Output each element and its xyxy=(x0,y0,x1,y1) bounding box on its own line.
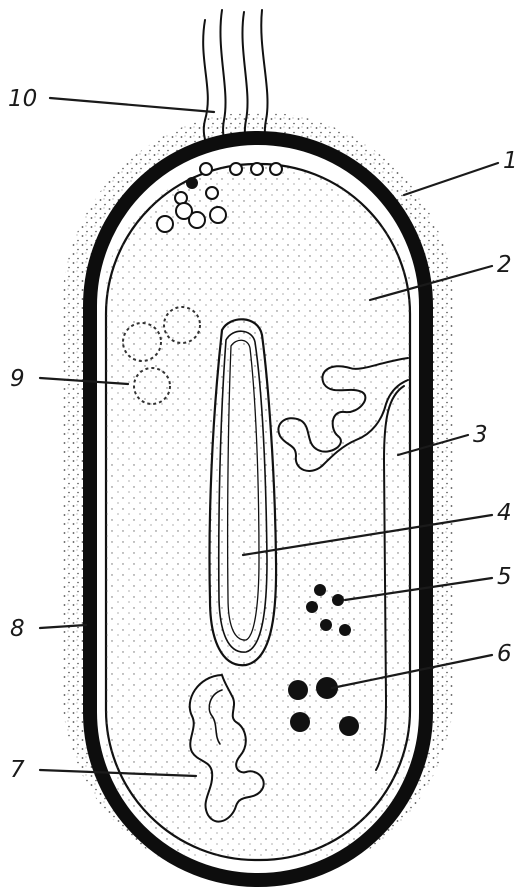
label-3: 3 xyxy=(473,422,488,448)
label-5: 5 xyxy=(497,564,512,590)
label-10: 10 xyxy=(8,86,37,112)
label-9: 9 xyxy=(10,366,25,392)
label-1: 1 xyxy=(503,148,518,174)
label-6: 6 xyxy=(497,641,512,667)
label-7: 7 xyxy=(10,757,25,783)
cytoplasm xyxy=(106,164,410,860)
label-8: 8 xyxy=(10,616,25,642)
label-2: 2 xyxy=(497,252,512,278)
label-4: 4 xyxy=(497,500,512,526)
